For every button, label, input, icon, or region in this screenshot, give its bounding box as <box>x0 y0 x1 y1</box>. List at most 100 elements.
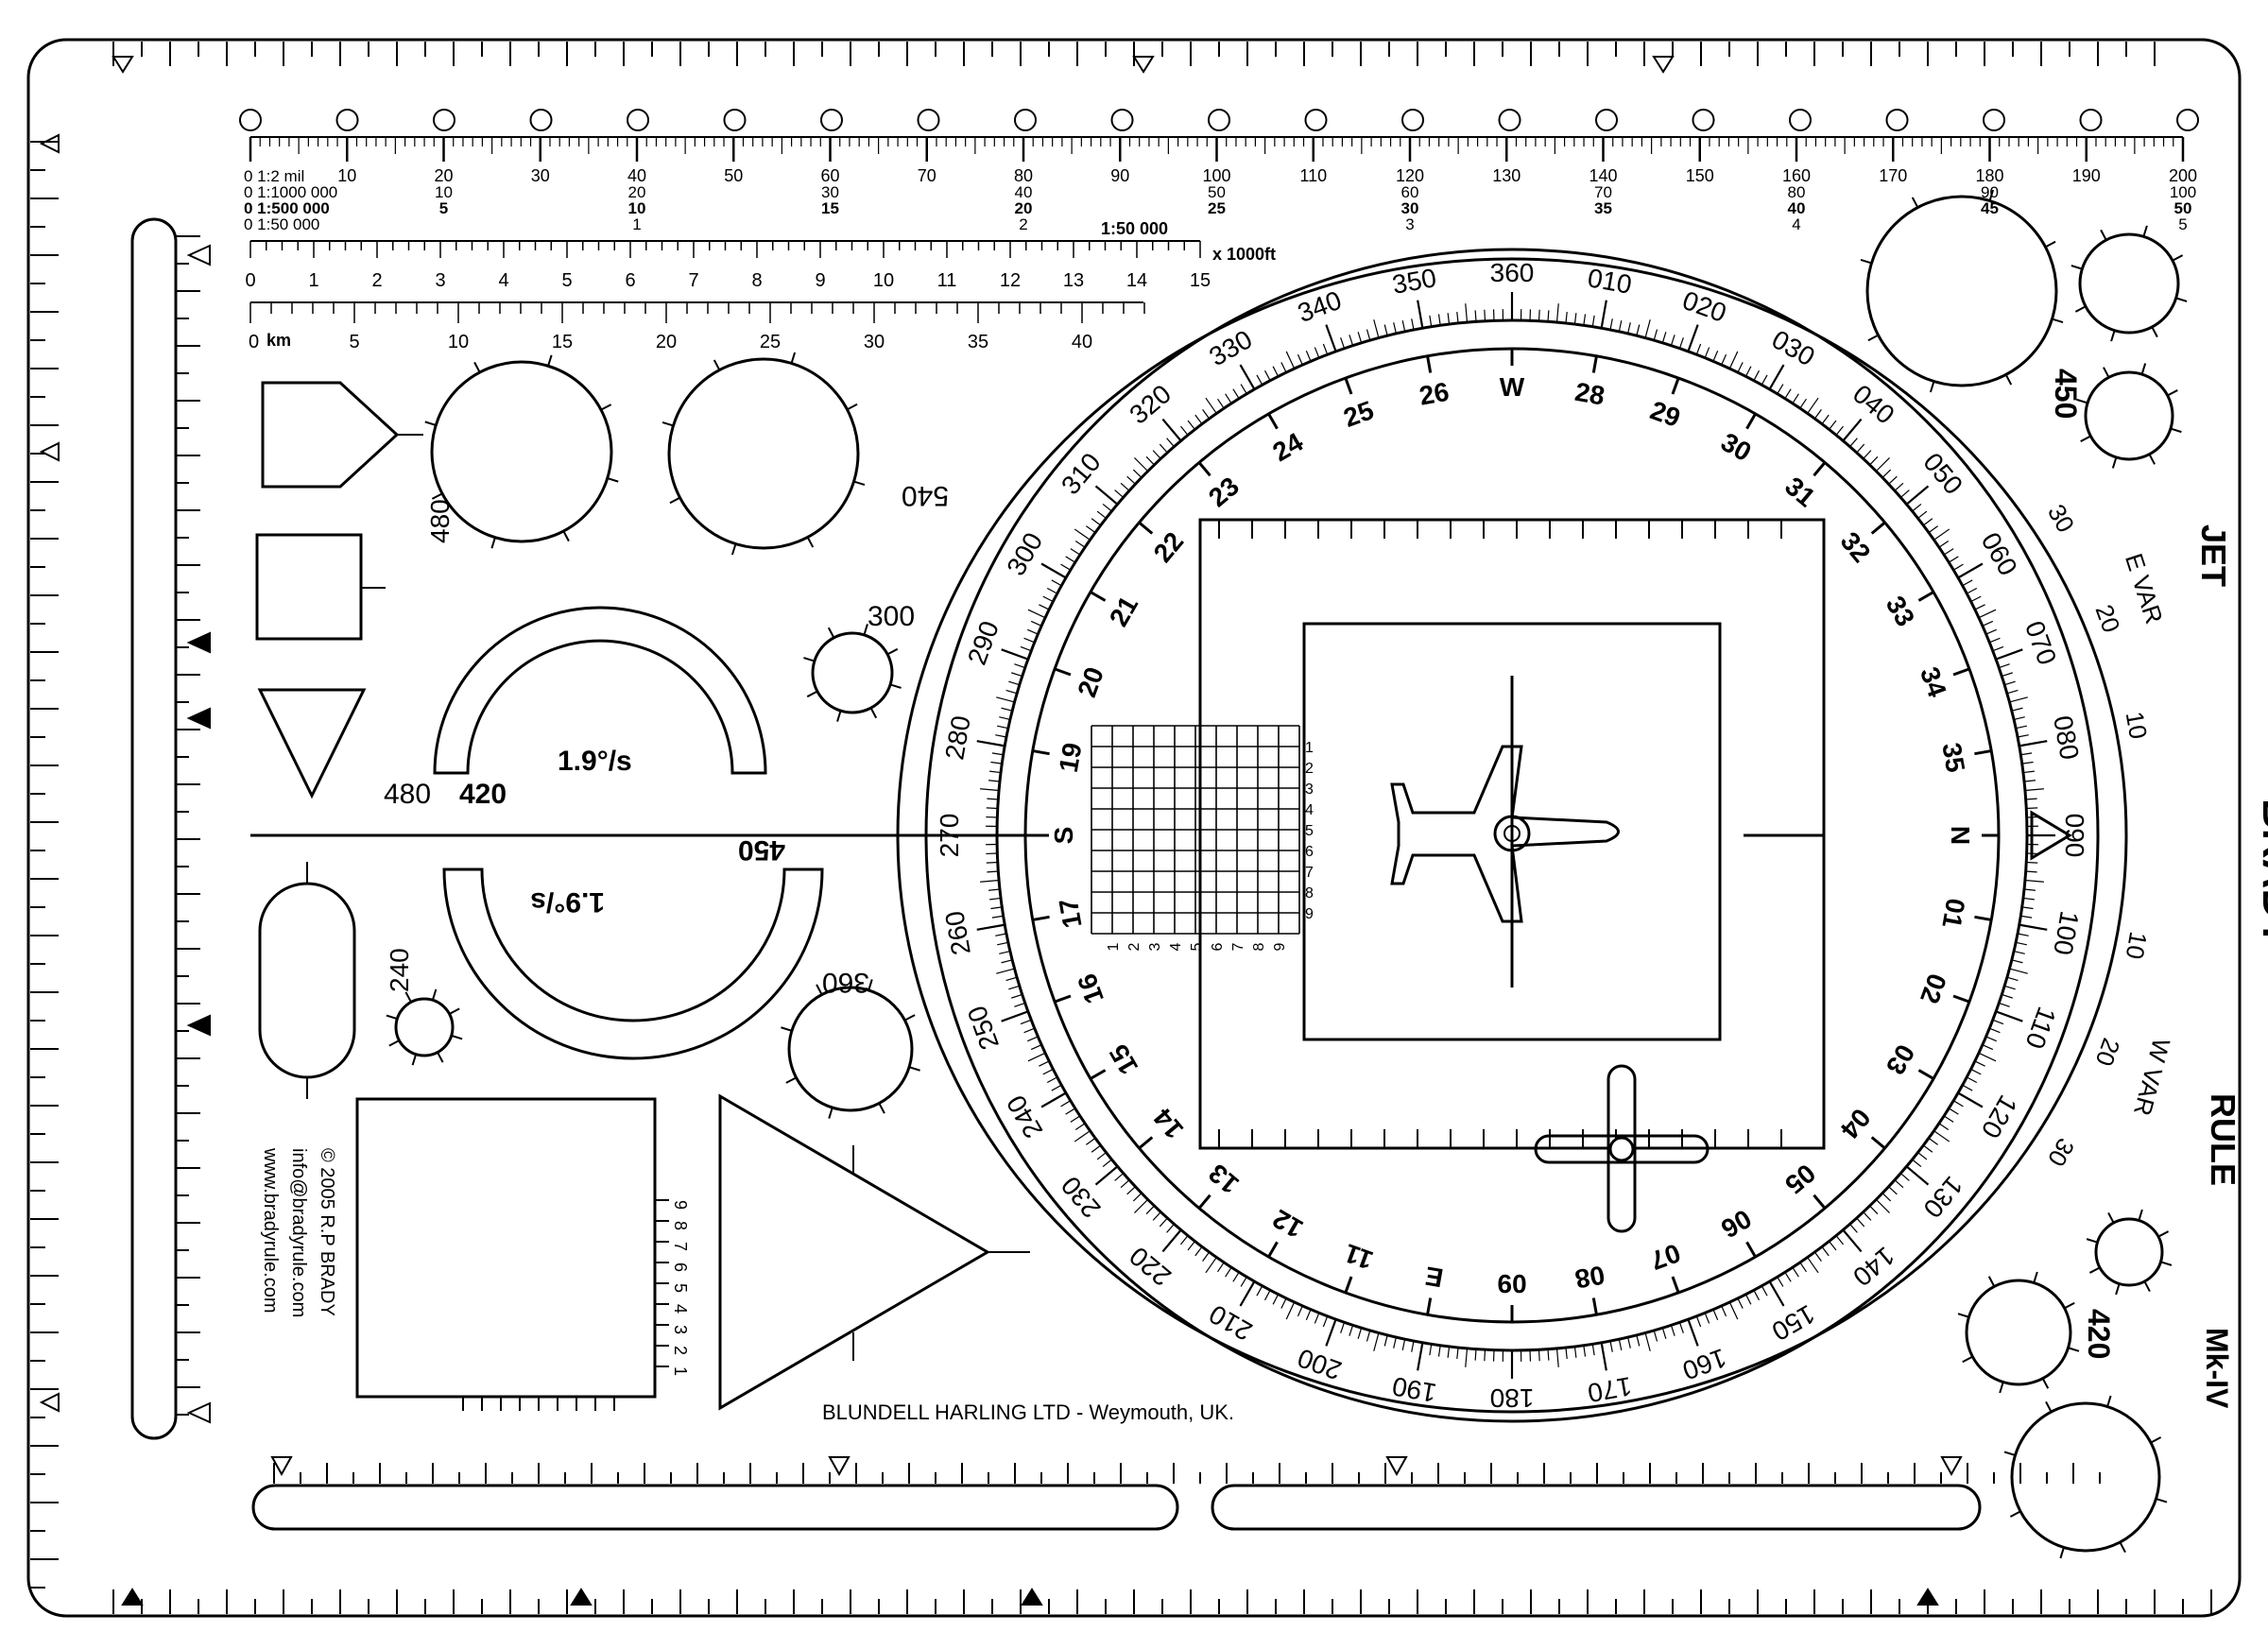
turn-circle-tick <box>2167 389 2178 397</box>
compass-degree-tick <box>1600 300 1607 329</box>
compass-degree-tick <box>988 888 1001 891</box>
compass-degree-tick <box>1126 475 1136 485</box>
compass-degree-tick <box>2024 788 2044 792</box>
compass-degree-tick <box>1205 397 1217 414</box>
compass-degree-tick <box>1159 1217 1168 1228</box>
compass-degree-tick <box>1417 1342 1424 1371</box>
turn-circle-tick <box>547 354 553 367</box>
km-unit: km <box>266 331 291 350</box>
map-scale-row-label: 0 1:1000 000 <box>244 183 337 201</box>
compass-degree-tick <box>1792 1266 1799 1278</box>
compass-degree-tick <box>1325 324 1337 352</box>
map-scale-row-value: 20 <box>628 183 646 201</box>
map-scale-row-value: 10 <box>435 183 453 201</box>
compass-degree-tick <box>1995 1010 2023 1022</box>
compass-degree-tick <box>1086 1137 1096 1145</box>
turn-circle-tick <box>2064 1301 2075 1310</box>
compass-degree-tick <box>1091 518 1102 526</box>
compass-degree-tick <box>1401 1338 1406 1350</box>
compass-degree-tick <box>1126 1186 1136 1195</box>
compass-inner-tick <box>1090 591 1107 602</box>
km-scale-label: 0 <box>249 332 259 352</box>
compass-degree-tick <box>1325 1318 1337 1347</box>
km-scale-label: 5 <box>349 332 359 352</box>
map-scale-row-value: 80 <box>1788 183 1806 201</box>
map-scale-row-value: 15 <box>821 199 839 217</box>
compass-degree-tick <box>1888 1186 1898 1195</box>
compass-degree-tick <box>2011 707 2023 712</box>
turn-circle-tick <box>836 710 842 722</box>
map-scale-row-label: 0 1:500 000 <box>244 199 330 217</box>
compass-degree-tick <box>1905 485 1930 506</box>
turn-circle-tick <box>846 403 858 411</box>
small-grid-v-label: 5 <box>1305 823 1314 839</box>
compass-degree-tick <box>2011 959 2023 964</box>
compass-degree-tick <box>1411 1340 1415 1352</box>
turn-circle-tick <box>908 1066 920 1072</box>
bottom-slot-marker <box>270 1456 293 1477</box>
compass-degree-tick <box>1912 1159 1922 1167</box>
compass-degree-tick <box>1225 1266 1232 1278</box>
compass-degree-tick <box>1411 318 1415 331</box>
compass-degree-tick <box>1712 1309 1719 1320</box>
turn-circle <box>2078 232 2180 335</box>
compass-degree-tick <box>1060 1100 1072 1108</box>
small-grid-v-label: 7 <box>1305 865 1314 881</box>
compass-degree-tick <box>1187 1241 1195 1251</box>
compass-degree-tick <box>1869 1205 1879 1215</box>
speed-450-right: 450 <box>2049 369 2083 419</box>
bottom-edge-marker <box>1916 1588 1939 1606</box>
brand-mark: Mk-IV <box>2200 1328 2234 1409</box>
compass-inner-tick <box>1591 355 1598 373</box>
compass-degree-tick <box>1132 1193 1143 1202</box>
feet-scale-label: 15 <box>1190 270 1211 291</box>
punch-hole <box>1110 109 1134 131</box>
turn-circle-tick <box>386 1014 398 1021</box>
compass-inner-tick <box>1870 521 1886 535</box>
compass-degree-tick <box>1583 314 1587 326</box>
turn-circle-tick <box>2059 1547 2065 1559</box>
compass-degree-tick <box>1799 398 1807 409</box>
compass-degree-tick <box>1065 556 1076 563</box>
compass-degree-tick <box>1040 562 1067 579</box>
compass-degree-tick <box>1644 319 1651 338</box>
compass-inner-tick <box>1813 461 1827 477</box>
compass-degree-tick <box>1899 1173 1910 1181</box>
turn-circle <box>667 357 860 550</box>
bottom-slot-marker <box>1940 1456 1963 1477</box>
compass-degree-tick <box>1263 369 1271 382</box>
speed-300: 300 <box>868 601 915 632</box>
compass-degree-tick <box>1094 485 1119 506</box>
turn-circle-tick <box>2151 326 2158 338</box>
small-grid-v-label: 6 <box>1305 844 1314 860</box>
feet-scale-label: 9 <box>815 270 825 291</box>
compass-degree-tick <box>1322 343 1329 355</box>
compass-degree-tick <box>1132 469 1143 478</box>
turn-circle-tick <box>2033 1271 2038 1283</box>
turn-circle <box>811 631 894 714</box>
turn-circle-tick <box>451 1034 463 1040</box>
turn-circle-tick <box>1860 258 1872 265</box>
compass-degree-tick <box>1943 1115 1954 1123</box>
compass-degree-tick <box>1225 393 1232 404</box>
compass-degree-tick <box>1008 680 1020 686</box>
compass-degree-tick <box>2026 861 2038 864</box>
compass-degree-tick <box>1768 1280 1785 1307</box>
compass-inner-label: 01 <box>1936 896 1970 930</box>
compass-degree-tick <box>1070 548 1081 556</box>
compass-degree-tick <box>1027 1036 1039 1042</box>
compass-degree-tick <box>1465 1348 1469 1367</box>
punch-hole <box>529 109 553 131</box>
compass-degree-tick <box>976 740 1005 747</box>
compass-degree-tick <box>1314 1313 1320 1324</box>
map-scale-row-value: 50 <box>1208 183 1226 201</box>
compass-degree-tick <box>1120 482 1130 491</box>
compass-inner-tick <box>1426 355 1433 373</box>
punch-hole <box>1789 109 1812 131</box>
compass-degree-tick <box>1456 311 1459 324</box>
compass-degree-tick <box>1232 388 1240 400</box>
compass-degree-tick <box>1280 1297 1287 1309</box>
feet-ratio: 1:50 000 <box>1101 219 1168 238</box>
small-grid-v-label: 8 <box>1305 885 1314 902</box>
turn-circle-tick <box>713 359 721 371</box>
